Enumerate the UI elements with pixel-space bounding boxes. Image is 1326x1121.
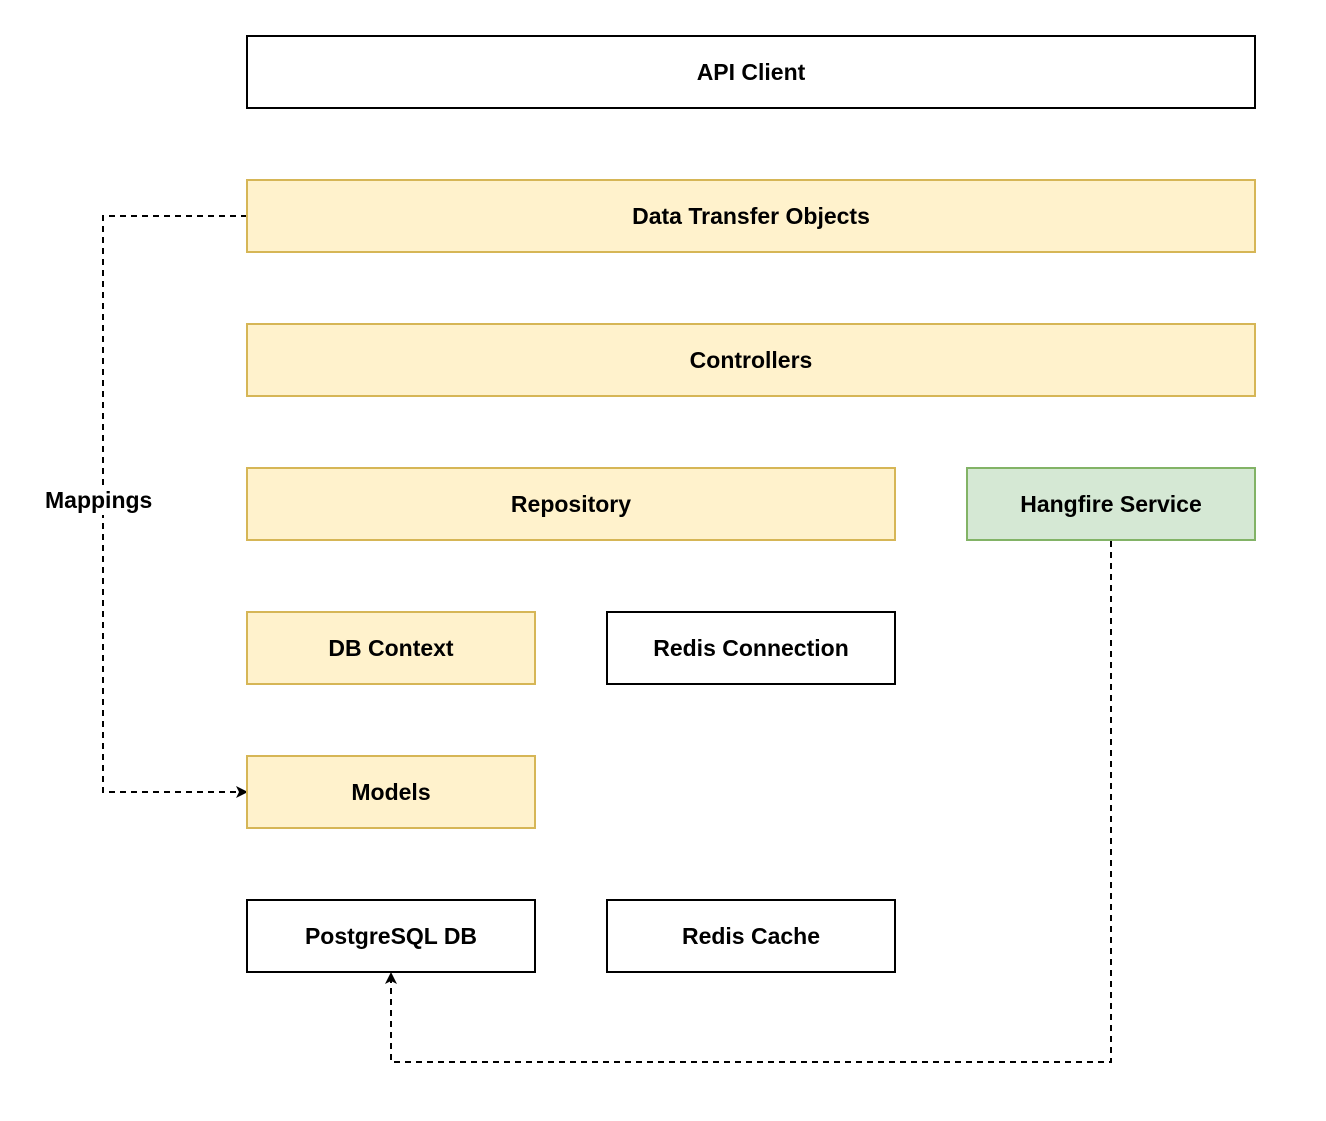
- hangfire-service-label: Hangfire Service: [1020, 490, 1202, 517]
- mappings-edge-label: Mappings: [45, 485, 153, 515]
- redis-cache-node[interactable]: Redis Cache: [606, 899, 896, 973]
- models-node[interactable]: Models: [246, 755, 536, 829]
- db-context-node[interactable]: DB Context: [246, 611, 536, 685]
- dto-node[interactable]: Data Transfer Objects: [246, 179, 1256, 253]
- db-context-label: DB Context: [328, 634, 454, 661]
- redis-connection-node[interactable]: Redis Connection: [606, 611, 896, 685]
- postgresql-db-label: PostgreSQL DB: [304, 922, 478, 949]
- controllers-node[interactable]: Controllers: [246, 323, 1256, 397]
- redis-cache-label: Redis Cache: [681, 922, 821, 949]
- controllers-label: Controllers: [689, 346, 813, 373]
- redis-connection-label: Redis Connection: [653, 634, 849, 661]
- repository-label: Repository: [510, 490, 632, 517]
- api-client-node[interactable]: API Client: [246, 35, 1256, 109]
- postgresql-db-node[interactable]: PostgreSQL DB: [246, 899, 536, 973]
- hangfire-service-node[interactable]: Hangfire Service: [966, 467, 1256, 541]
- dto-label: Data Transfer Objects: [632, 202, 870, 229]
- repository-node[interactable]: Repository: [246, 467, 896, 541]
- api-client-label: API Client: [696, 58, 806, 85]
- models-label: Models: [351, 778, 431, 805]
- hangfire-to-postgres-connector: [385, 541, 1112, 1063]
